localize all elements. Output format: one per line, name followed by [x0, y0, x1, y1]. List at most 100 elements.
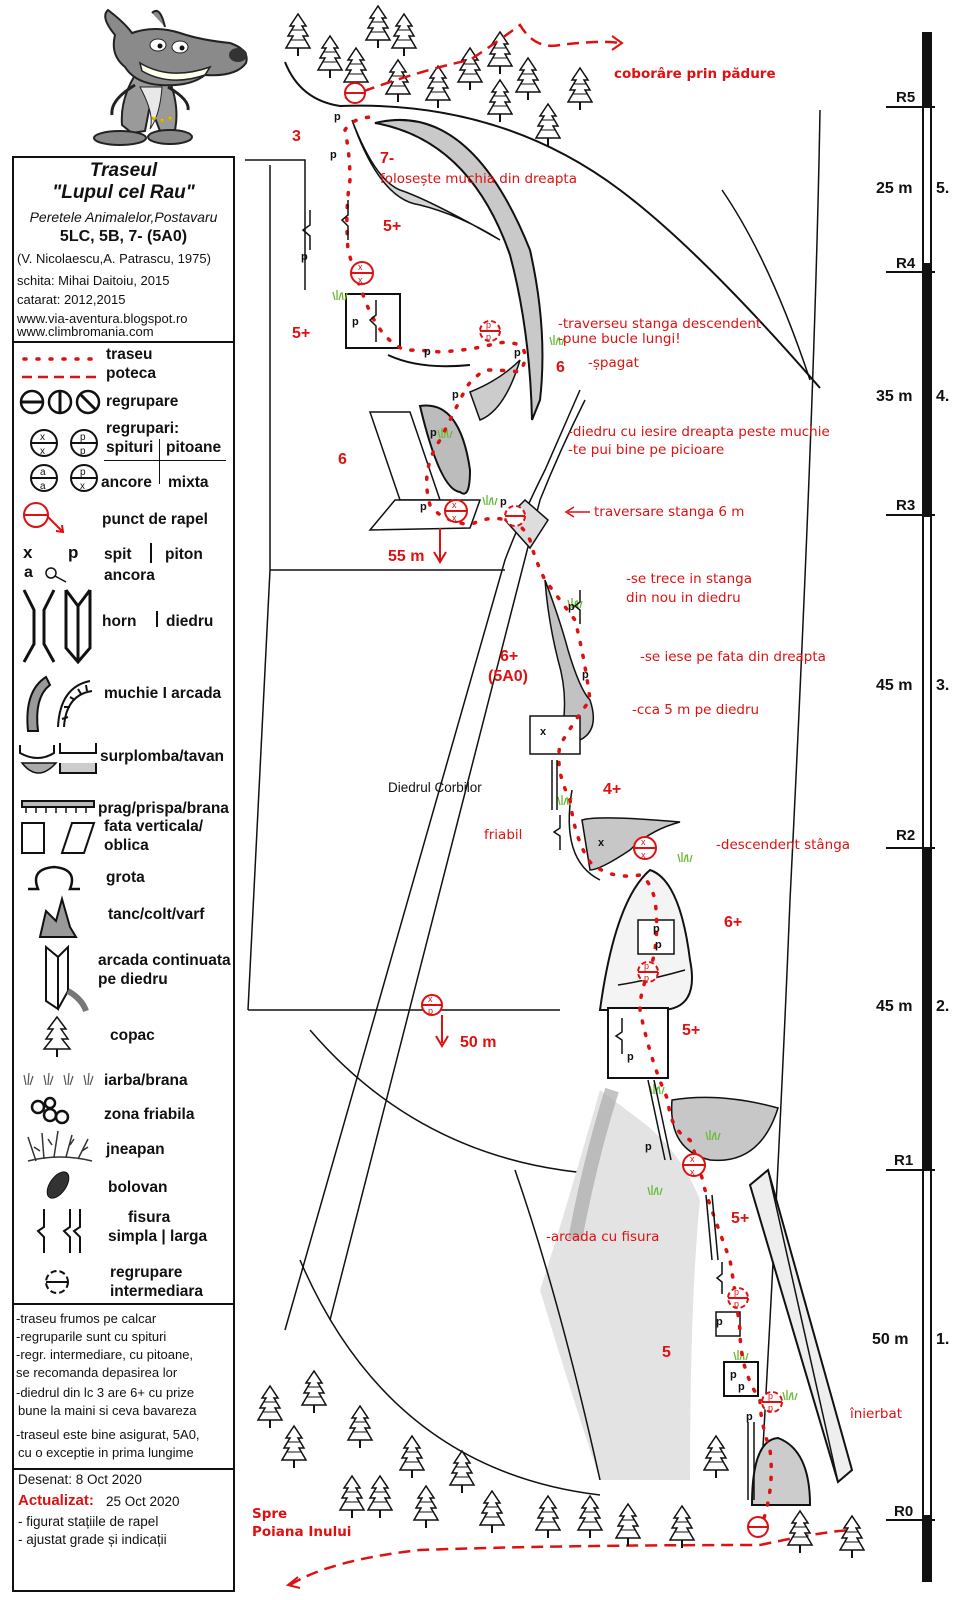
belay-label: R2: [896, 827, 915, 844]
belay-r2: xx: [633, 836, 657, 860]
updated-label: Actualizat:: [18, 1492, 94, 1509]
belay-intermediate-p4: pp: [479, 320, 501, 342]
legend-friabila: zona friabila: [104, 1106, 195, 1123]
legend-a: a: [24, 564, 33, 581]
belay-r1: xx: [682, 1153, 706, 1177]
tree-icon: [42, 1015, 72, 1057]
lower-slab: [540, 1090, 700, 1480]
ledge-p5: [387, 354, 471, 368]
legend-bolovan: bolovan: [108, 1179, 168, 1196]
boulder-icon: [46, 1171, 70, 1199]
approach-label-1: Spre: [252, 1506, 287, 1522]
svg-text:p: p: [734, 1287, 739, 1297]
svg-text:p: p: [644, 973, 649, 983]
legend-divider: [104, 460, 226, 461]
note-bucle: -pune bucle lungi!: [558, 331, 681, 347]
approach-label-2: Poiana Inului: [252, 1524, 351, 1540]
route-name: "Lupul cel Rau": [52, 182, 195, 203]
note-corbilor: Diedrul Corbilor: [388, 780, 482, 795]
note-muchia: folosește muchia din dreapta: [380, 171, 577, 187]
svg-text:x: x: [641, 837, 646, 847]
note-friabil: friabil: [484, 827, 522, 843]
svg-text:x: x: [540, 726, 547, 738]
legend-spituri: spituri: [106, 439, 154, 456]
update-panel: Desenat: 8 Oct 2020 Actualizat: 25 Oct 2…: [12, 1468, 235, 1592]
note-iese: -se iese pe fata din dreapta: [640, 649, 826, 665]
svg-text:p: p: [420, 501, 427, 513]
grass-icon: [23, 1072, 94, 1086]
sketch-credit: schita: Mihai Daitoiu, 2015: [17, 273, 170, 288]
svg-text:x: x: [690, 1167, 695, 1177]
note-line: -regruparile sunt cu spituri: [16, 1329, 167, 1344]
svg-text:p: p: [568, 601, 575, 613]
svg-text:p: p: [334, 111, 341, 123]
note-traversare: traversare stanga 6 m: [594, 504, 744, 520]
website-link-2[interactable]: www.climbromania.com: [17, 324, 154, 339]
note-inierbat: înierbat: [849, 1406, 902, 1422]
box-p1a: [715, 1311, 741, 1337]
svg-text:x: x: [358, 262, 363, 272]
svg-text:p: p: [500, 496, 507, 508]
svg-text:p: p: [644, 961, 649, 971]
belay-r0: [747, 1516, 769, 1538]
legend-regrupare: regrupare: [106, 393, 179, 410]
legend-ancora: ancora: [104, 567, 155, 584]
legend-iarba: iarba/brana: [104, 1072, 188, 1089]
belay-label: R0: [894, 1503, 913, 1520]
pitch-number: 2.: [936, 998, 949, 1015]
notes-panel: -traseu frumos pe calcar -regruparile su…: [12, 1303, 235, 1472]
belay-label: R5: [896, 89, 915, 106]
note-trece2: din nou in diedru: [626, 590, 741, 606]
legend-x: x: [23, 543, 33, 562]
grade-label: 5+: [383, 218, 401, 235]
anchor-belay-icon: aa px: [30, 464, 98, 492]
grade-label: 6+: [500, 648, 518, 665]
ledge-icon: [21, 800, 95, 813]
svg-text:p: p: [582, 669, 589, 681]
note-line: -diedrul din lc 3 are 6+ cu prize: [16, 1385, 195, 1400]
crack-marks: [301, 200, 755, 1500]
route-dotted-icon: [22, 357, 98, 379]
dihedral-p4: [418, 404, 472, 495]
svg-text:x: x: [452, 513, 457, 523]
legend-surplomba: surplomba/tavan: [100, 748, 225, 765]
svg-text:p: p: [352, 316, 359, 328]
svg-text:a: a: [40, 467, 46, 478]
belay-intermediate-p2: pp: [637, 961, 659, 983]
box-p3: [529, 715, 581, 755]
pitch-length: 50 m: [872, 1331, 908, 1348]
belay-label: R1: [894, 1152, 913, 1169]
svg-text:a: a: [40, 481, 46, 492]
rappel-point-icon: [23, 502, 65, 534]
legend-divider: [156, 611, 158, 627]
svg-text:x: x: [40, 446, 45, 457]
note-line: se recomanda depasirea lor: [16, 1365, 178, 1380]
svg-text:p: p: [330, 149, 337, 161]
legend-prag: prag/prispa/brana: [98, 800, 229, 817]
svg-text:x: x: [690, 1154, 695, 1164]
legend-arcada2: pe diedru: [98, 971, 168, 988]
title-line-1: Traseul: [89, 160, 158, 181]
legend-interm1: regrupare: [110, 1264, 183, 1281]
drawn-date: Desenat: 8 Oct 2020: [18, 1472, 142, 1487]
legend-grota: grota: [106, 869, 145, 886]
legend-arcada1: arcada continuata: [98, 952, 231, 969]
rappel-arrows: [433, 506, 590, 1048]
note-picioare: -te pui bine pe picioare: [568, 442, 724, 458]
website-link-1[interactable]: www.via-aventura.blogspot.ro: [17, 311, 188, 326]
legend-jneapan: jneapan: [106, 1141, 165, 1158]
wolf-mascot: [93, 8, 248, 146]
arrow-icon: [611, 35, 624, 51]
grade-label: 5+: [731, 1210, 749, 1227]
svg-text:p: p: [486, 332, 491, 342]
box-p5: [345, 293, 401, 349]
grade-label: 6: [338, 451, 347, 468]
legend-mixta: mixta: [168, 474, 209, 491]
belay-r3: xx: [444, 499, 468, 523]
svg-text:p: p: [514, 347, 521, 359]
descent-path: [344, 23, 621, 100]
pinnacle-icon: [38, 895, 78, 938]
legend-spit: spit: [104, 546, 132, 563]
updated-date: 25 Oct 2020: [106, 1494, 180, 1509]
